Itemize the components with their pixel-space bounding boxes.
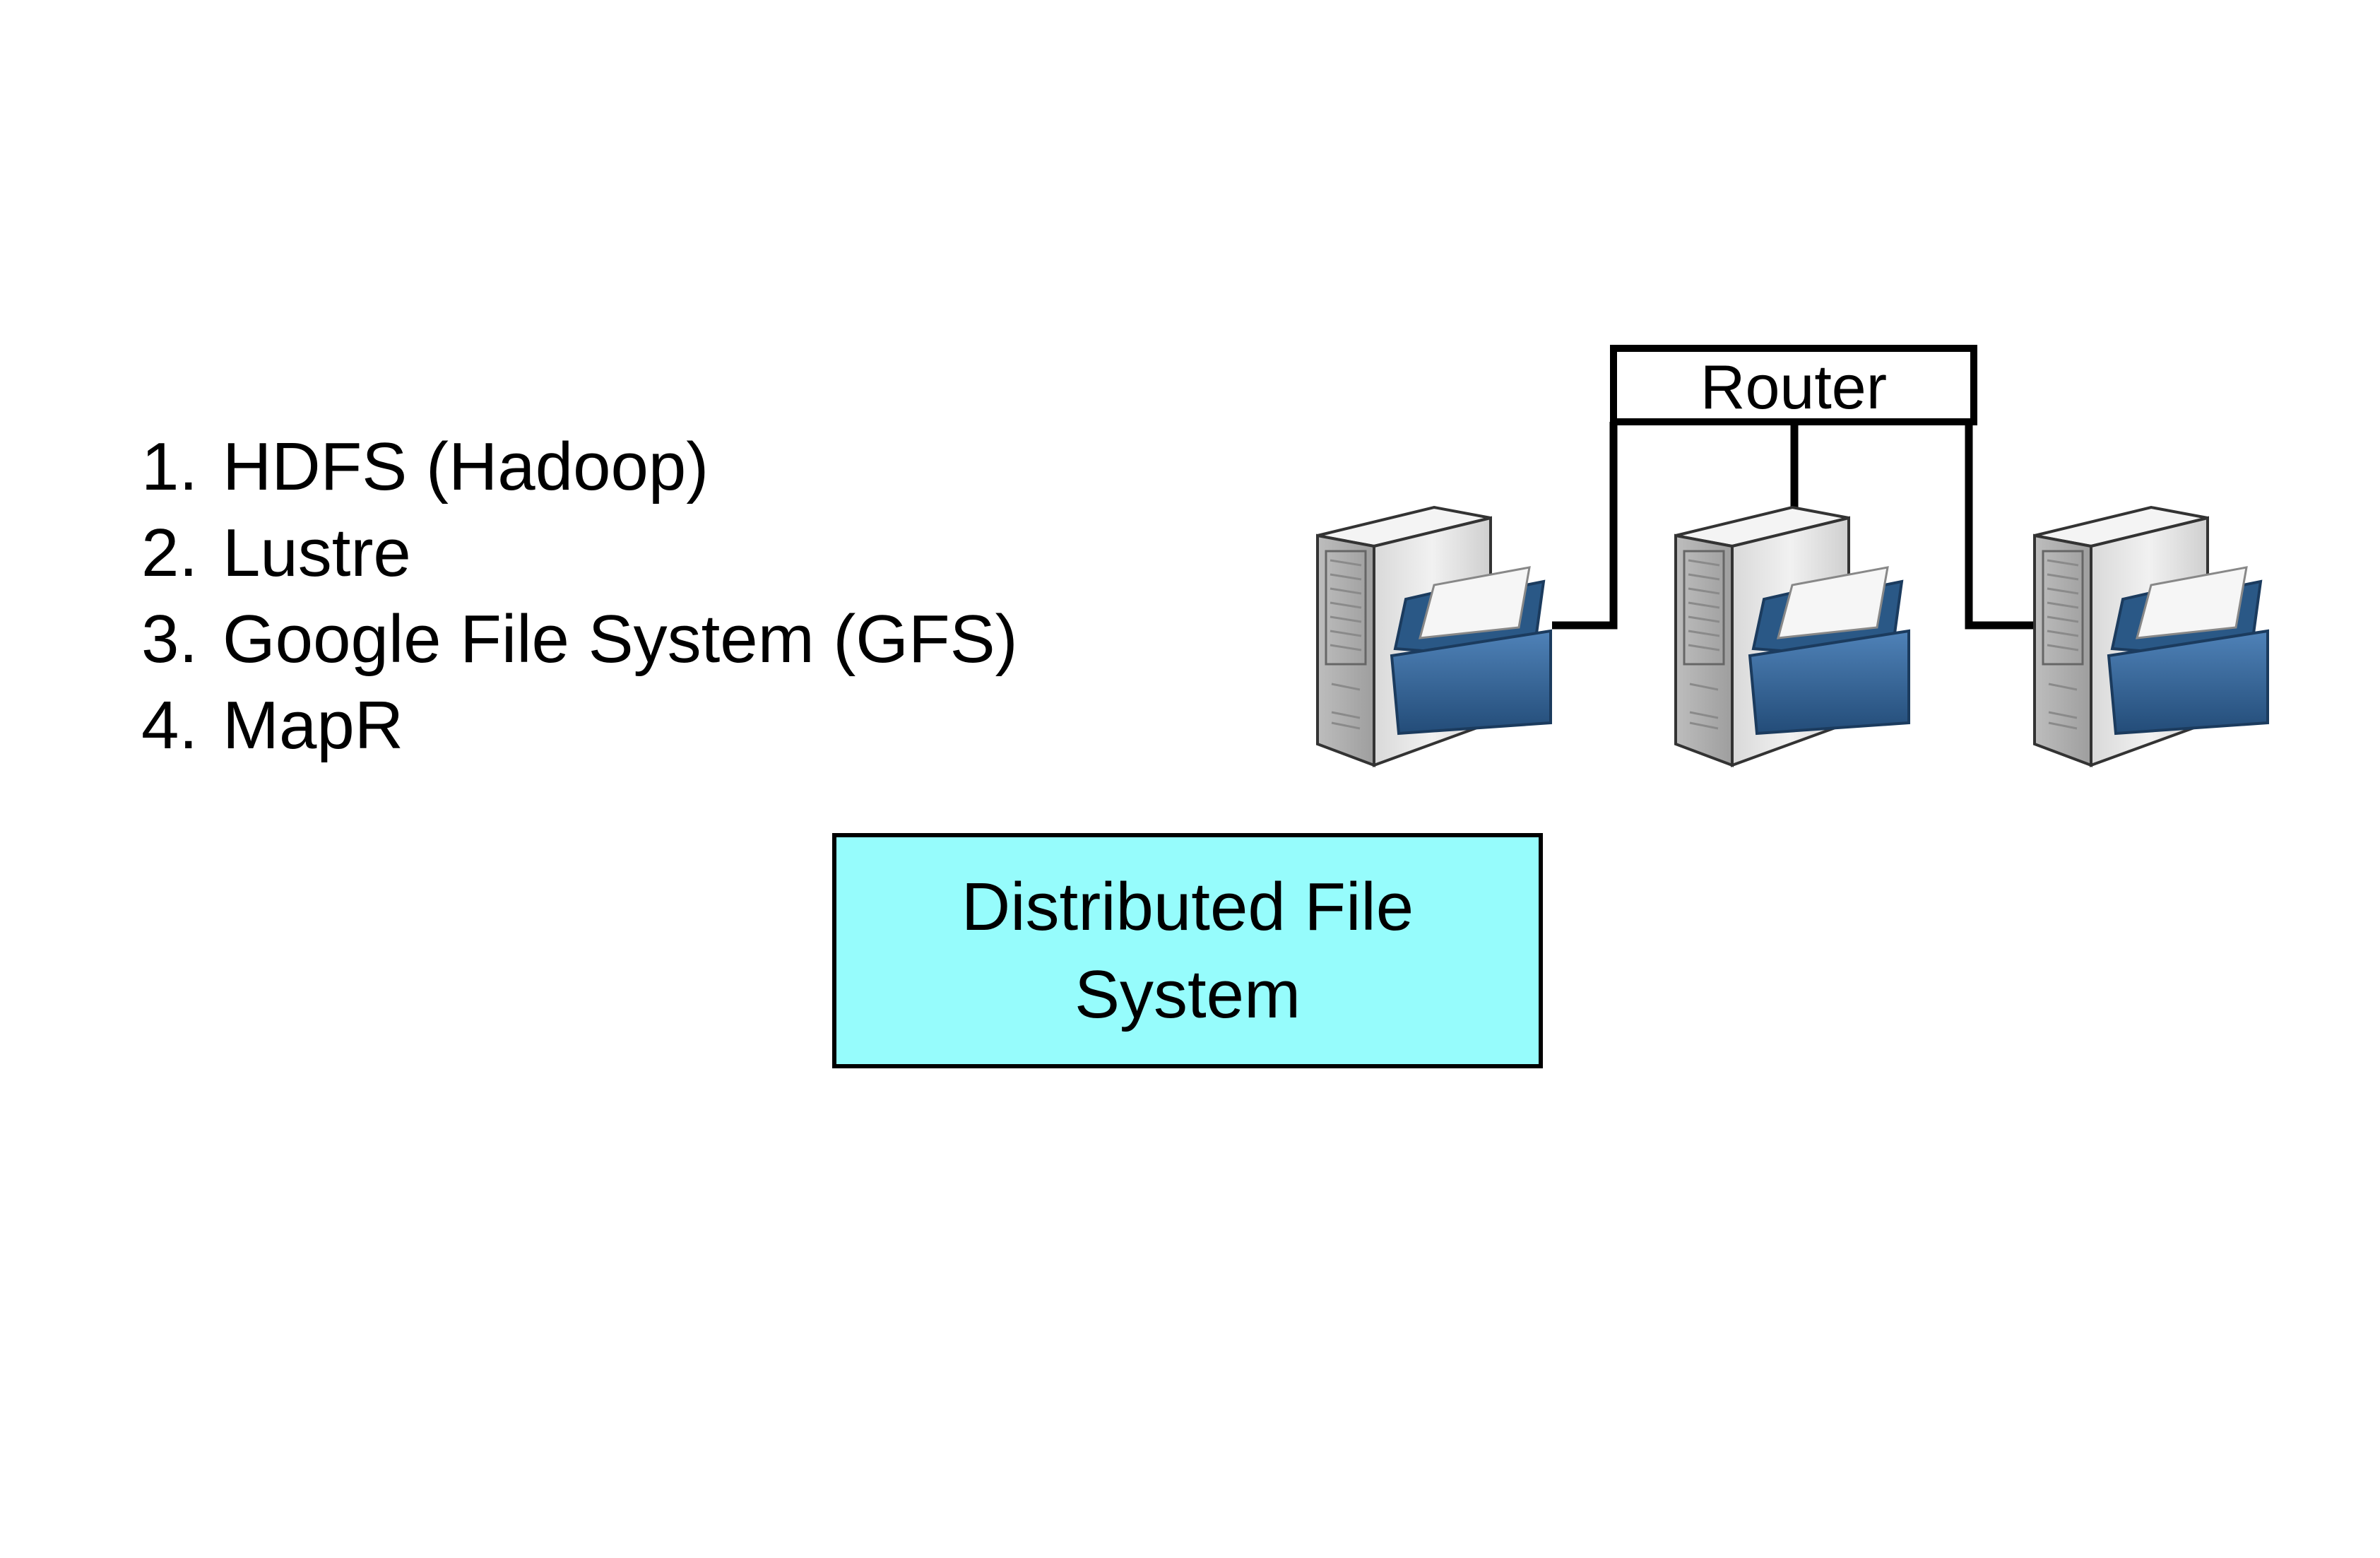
server-icon: [1674, 506, 1910, 767]
router-box: [1610, 345, 1977, 425]
distributed-file-system-box: Distributed File System: [832, 833, 1543, 1068]
list-item-hdfs: 1. HDFS (Hadoop): [141, 424, 1018, 510]
list-text: Google File System (GFS): [223, 601, 1018, 677]
list-number: 3.: [141, 601, 199, 677]
server-icon: [2033, 506, 2269, 767]
connector-right: [1965, 422, 2035, 630]
list-number: 2.: [141, 515, 199, 591]
list-number: 4.: [141, 687, 199, 763]
connector-left: [1552, 422, 1618, 630]
list-text: Lustre: [223, 515, 411, 591]
server-icon: [1316, 506, 1552, 767]
list-text: MapR: [223, 687, 404, 763]
folder-icon: [1316, 506, 1552, 767]
folder-icon: [1674, 506, 1910, 767]
router-label: Router: [1700, 352, 1887, 422]
list-text: HDFS (Hadoop): [223, 429, 709, 504]
list-item-mapr: 4. MapR: [141, 683, 1018, 769]
list-item-lustre: 2. Lustre: [141, 510, 1018, 596]
list-item-gfs: 3. Google File System (GFS): [141, 596, 1018, 683]
list-number: 1.: [141, 429, 199, 504]
folder-icon: [2033, 506, 2269, 767]
distributed-file-system-list: 1. HDFS (Hadoop) 2. Lustre 3. Google File S…: [141, 424, 1018, 769]
distributed-file-system-label: Distributed File System: [961, 868, 1414, 1032]
